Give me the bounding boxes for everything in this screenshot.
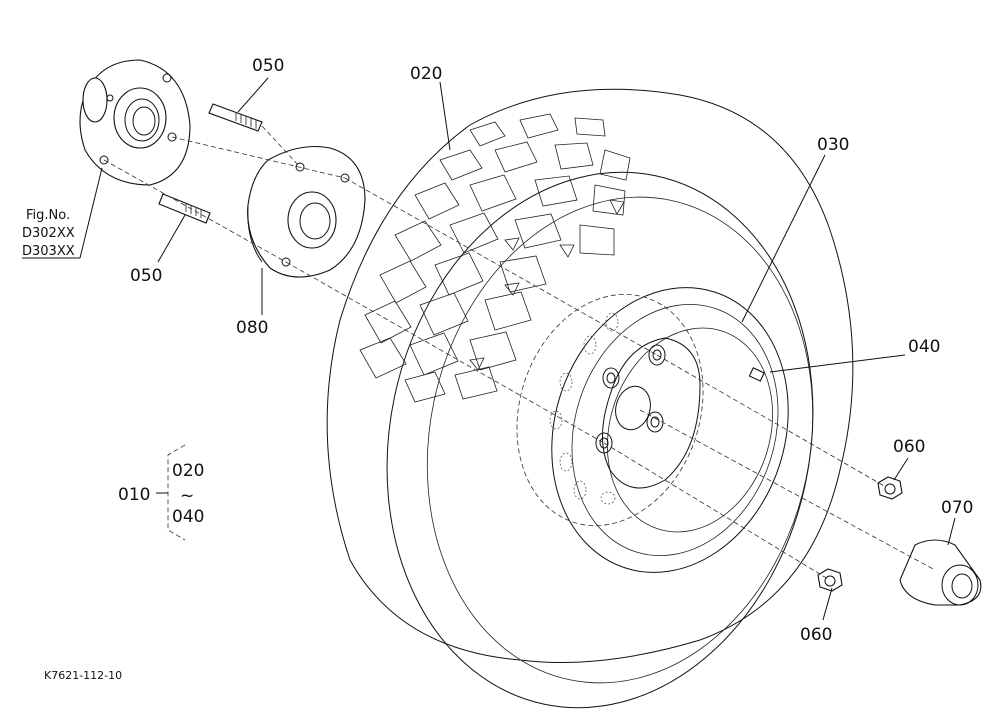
callout-060-right: 060 [893, 437, 925, 457]
fig-ref-1: D302XX [22, 226, 75, 241]
callout-060-bottom: 060 [800, 625, 832, 645]
stud-bottom [158, 193, 211, 224]
drawing-id: K7621-112-10 [44, 669, 122, 682]
callout-020: 020 [410, 64, 442, 84]
range-tilde: ~ [180, 486, 194, 506]
range-to: 040 [172, 507, 204, 527]
callout-010: 010 [118, 485, 150, 505]
lug-nut-bottom [817, 568, 843, 592]
rim [516, 287, 789, 573]
axis-lines [103, 125, 936, 580]
tire-tread [359, 113, 631, 403]
spacer-plate [247, 145, 366, 278]
callout-070: 070 [941, 498, 973, 518]
callout-050-top: 050 [252, 56, 284, 76]
leader-lines [22, 77, 956, 621]
stud-top [208, 103, 263, 132]
wheel-hub [79, 59, 191, 186]
callout-040: 040 [908, 337, 940, 357]
hub-cap [899, 539, 982, 606]
fig-ref-label: Fig.No. [26, 208, 70, 223]
valve-stem [748, 367, 765, 382]
callout-080: 080 [236, 318, 268, 338]
callout-050-bottom: 050 [130, 266, 162, 286]
lug-nut-right [877, 476, 903, 500]
tire [326, 88, 854, 709]
range-from: 020 [172, 461, 204, 481]
callout-030: 030 [817, 135, 849, 155]
fig-ref-2: D303XX [22, 244, 75, 259]
